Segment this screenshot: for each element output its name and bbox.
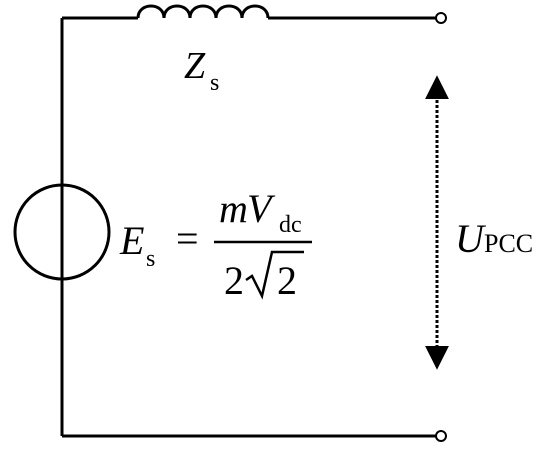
terminal-bottom xyxy=(435,430,447,442)
numerator-v: V xyxy=(247,186,276,231)
equals-sign: = xyxy=(176,216,199,261)
inductor-coil xyxy=(136,4,270,19)
denominator-radicand: 2 xyxy=(277,258,297,303)
numerator-m: m xyxy=(219,186,248,231)
voltage-symbol: U xyxy=(455,216,487,261)
denominator-coefficient: 2 xyxy=(224,258,244,303)
source-symbol: E xyxy=(119,218,144,263)
numerator-subscript: dc xyxy=(279,212,302,238)
terminal-top xyxy=(435,12,447,24)
impedance-symbol: Z xyxy=(184,45,206,87)
impedance-subscript: s xyxy=(210,70,219,96)
source-subscript: s xyxy=(146,246,155,272)
sqrt-sign xyxy=(245,250,304,300)
voltage-subscript: PCC xyxy=(484,229,533,258)
